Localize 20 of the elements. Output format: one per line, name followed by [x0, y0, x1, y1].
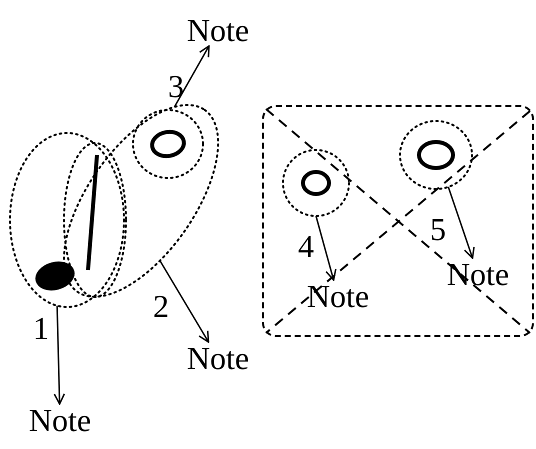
callout-number: 2 — [153, 290, 169, 322]
dotted-circle — [132, 110, 203, 178]
dotted-ellipse — [64, 105, 218, 297]
dotted-ellipse — [10, 133, 124, 307]
arrow — [315, 216, 337, 281]
note-text: Note — [438, 258, 518, 290]
note-text: Note — [298, 280, 378, 312]
callout-number: 4 — [298, 230, 314, 262]
arrow — [54, 306, 66, 405]
note-text: Note — [178, 14, 258, 46]
arrow — [159, 260, 210, 343]
callout-number: 1 — [33, 312, 49, 344]
arrow — [174, 45, 210, 108]
callout-number: 3 — [168, 70, 184, 102]
callout-number: 5 — [430, 213, 446, 245]
dotted-circle — [400, 121, 472, 189]
dotted-circle — [283, 150, 349, 216]
arrow — [448, 186, 475, 259]
note-text: Note — [178, 342, 258, 374]
note-text: Note — [20, 404, 100, 436]
